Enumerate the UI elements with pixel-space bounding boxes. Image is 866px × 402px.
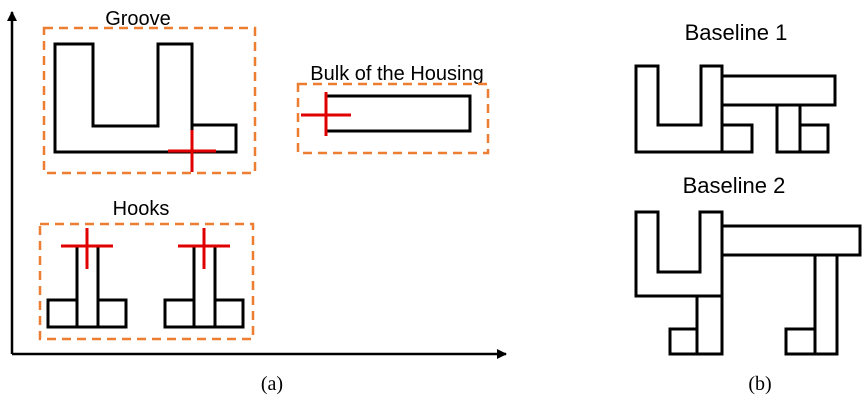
hook-shape-right (163, 244, 245, 329)
bulk-bounding-box (296, 82, 490, 155)
panel-a: Groove Bulk of the Housing Hooks (6, 8, 507, 395)
hook-origin-marker-right (178, 228, 230, 269)
baseline-1: Baseline 1 (634, 20, 837, 154)
baseline-1-label: Baseline 1 (685, 20, 788, 45)
hooks-label: Hooks (113, 198, 170, 220)
groove-bounding-box (42, 26, 257, 175)
groove-origin-marker (168, 130, 216, 172)
caption-b: (b) (748, 373, 771, 395)
hooks-group: Hooks (38, 198, 255, 341)
hook-origin-marker-left (61, 228, 113, 269)
baseline-2-label: Baseline 2 (683, 173, 786, 198)
baseline-2-assembly (634, 210, 862, 356)
groove-group: Groove (42, 8, 257, 175)
bulk-origin-marker (301, 92, 351, 136)
hooks-bounding-box (38, 222, 255, 341)
baseline-2: Baseline 2 (634, 173, 862, 356)
bulk-label: Bulk of the Housing (310, 63, 483, 85)
panel-b: Baseline 1 Baseline 2 (b) (634, 20, 862, 395)
groove-label: Groove (105, 8, 171, 30)
bulk-group: Bulk of the Housing (296, 63, 490, 155)
hook-shape-left (46, 244, 128, 329)
caption-a: (a) (261, 373, 283, 395)
groove-shape (53, 42, 238, 154)
baseline-1-assembly (634, 64, 837, 154)
